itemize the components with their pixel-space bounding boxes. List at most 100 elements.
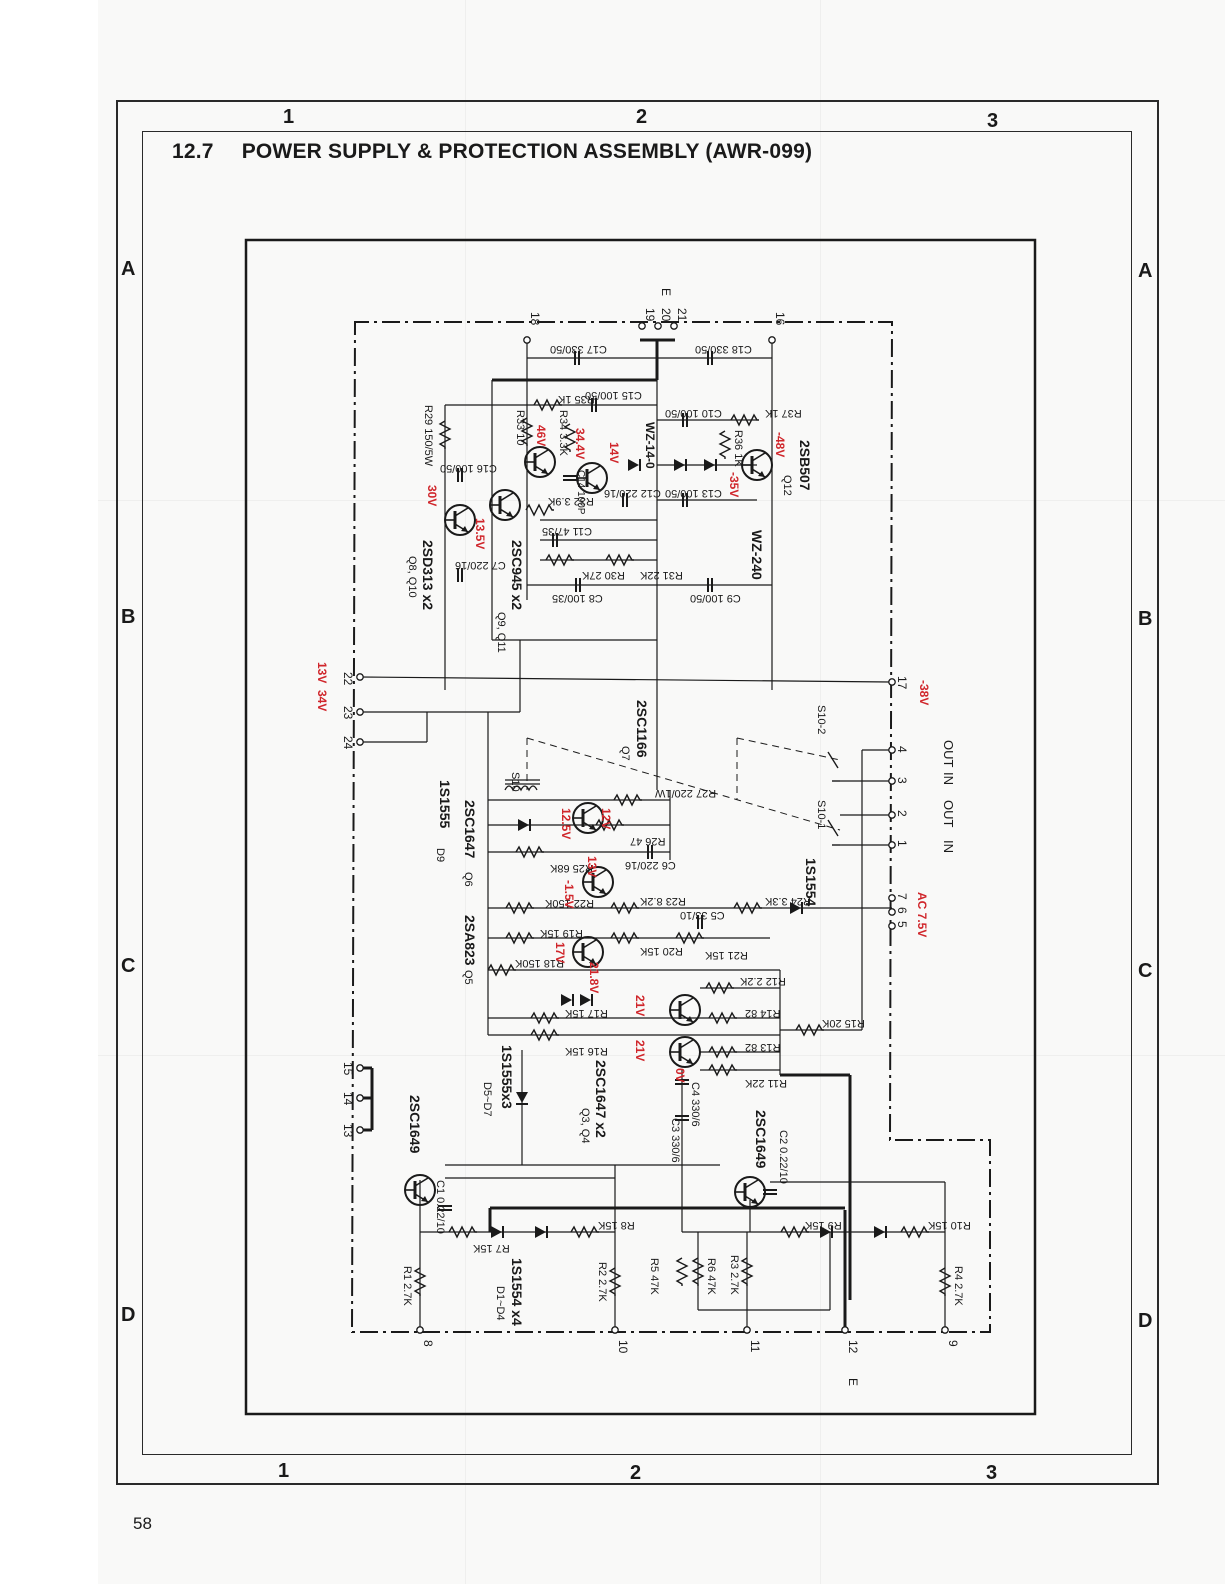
label-c12: C12 220/16 xyxy=(604,487,661,499)
label-r8: R8 15K xyxy=(597,1219,634,1231)
label-terminal-3: 3 xyxy=(895,777,909,784)
label-r4: R4 2.7K xyxy=(952,1266,964,1306)
voltage-17v: 17V xyxy=(553,942,567,963)
voltage-minus-35v: -35V xyxy=(727,472,741,497)
label-r29: R29 150/5W xyxy=(422,405,434,467)
label-terminal-2: 2 xyxy=(895,810,909,817)
label-q1-type: 2SC1649 xyxy=(407,1095,423,1154)
label-q9-q11-type: 2SC945 x2 xyxy=(509,540,525,610)
assembly-outline xyxy=(350,321,991,1333)
label-d10-d12-type: WZ-14-0 xyxy=(643,422,657,469)
label-d5-d7: D5~D7 xyxy=(481,1082,493,1117)
voltage-ac-7-5v: AC 7.5V xyxy=(915,892,929,937)
label-in-a: IN xyxy=(941,772,956,785)
terminal-12 xyxy=(841,1326,849,1334)
coil-s10 xyxy=(504,779,540,792)
label-c8: C8 100/35 xyxy=(552,592,603,604)
label-r31: R31 22K xyxy=(639,569,682,581)
grid-col-1-bottom: 1 xyxy=(278,1460,290,1482)
voltage-13v-q6: 13V xyxy=(585,856,599,877)
diode-d6 xyxy=(560,993,574,1007)
terminal-1 xyxy=(888,841,896,849)
terminal-7 xyxy=(888,894,896,902)
label-r17: R17 15K xyxy=(564,1007,607,1019)
label-r15: R15 20K xyxy=(821,1017,864,1029)
diode-d5 xyxy=(515,1091,529,1105)
label-terminal-24: 24 xyxy=(341,736,355,750)
label-terminal-e-top: E xyxy=(659,288,673,296)
label-in-b: IN xyxy=(941,840,956,853)
voltage-13v: 13V xyxy=(315,662,329,683)
transistor-q7 xyxy=(571,801,605,835)
label-terminal-14: 14 xyxy=(341,1092,355,1106)
diode-d7 xyxy=(579,993,593,1007)
label-c9: C9 100/50 xyxy=(690,592,741,604)
voltage-minus-38v: -38V xyxy=(917,680,931,705)
transistor-q10 xyxy=(523,445,557,479)
voltage-21-8v: 21.8V xyxy=(587,962,601,993)
label-terminal-16: 16 xyxy=(773,312,787,326)
label-q9-q11: Q9, Q11 xyxy=(495,612,507,653)
section-title: POWER SUPPLY & PROTECTION ASSEMBLY (AWR-… xyxy=(241,140,813,163)
board-outline xyxy=(244,238,1037,1416)
voltage-13-5v: 13.5V xyxy=(473,518,487,549)
label-c4: C4 330/6 xyxy=(689,1082,701,1127)
grid-col-3-bottom: 3 xyxy=(986,1462,998,1484)
terminal-24 xyxy=(356,738,364,746)
label-c16: C16 100/50 xyxy=(440,462,497,474)
terminal-14 xyxy=(356,1094,364,1102)
label-out-b: OUT xyxy=(941,800,956,828)
voltage-0v: 0V xyxy=(673,1068,687,1083)
label-d9: D9 xyxy=(434,848,446,862)
voltage-46v: 46V xyxy=(534,425,548,446)
label-r27: R27 220/1W xyxy=(654,787,716,799)
label-c14: C14 100P xyxy=(575,470,586,515)
label-terminal-4: 4 xyxy=(895,746,909,753)
label-c17: C17 330/50 xyxy=(550,343,607,355)
terminal-17 xyxy=(888,678,896,686)
label-terminal-19: 19 xyxy=(643,308,657,322)
voltage-minus-48v: -48V xyxy=(773,432,787,457)
label-terminal-e-bottom: E xyxy=(846,1378,860,1386)
label-r24: R24 3.3K xyxy=(764,895,811,907)
label-q6: Q6 xyxy=(462,872,474,887)
voltage-12-5v: 12.5V xyxy=(559,808,573,839)
paper-sheet xyxy=(98,0,1225,1584)
label-r22: R22 150K xyxy=(544,897,594,909)
terminal-18 xyxy=(523,336,531,344)
voltage-21v-q3: 21V xyxy=(633,1040,647,1061)
label-terminal-15: 15 xyxy=(341,1062,355,1076)
diode-d11 xyxy=(703,458,717,472)
label-c2: C2 0.22/10 xyxy=(777,1130,789,1184)
label-r36: R36 1K xyxy=(732,430,744,467)
terminal-3 xyxy=(888,777,896,785)
label-c6: C6 220/16 xyxy=(625,859,676,871)
grid-row-a-right: A xyxy=(1138,260,1153,282)
fold-line xyxy=(820,0,821,1584)
voltage-12v: 12V xyxy=(599,808,613,829)
label-r2: R2 2.7K xyxy=(596,1262,608,1302)
terminal-10 xyxy=(611,1326,619,1334)
switch-linkage xyxy=(526,737,841,831)
label-terminal-11: 11 xyxy=(748,1340,762,1353)
label-q3-q4-type: 2SC1647 x2 xyxy=(593,1060,609,1138)
label-q8-q10: Q8, Q10 xyxy=(406,556,418,598)
label-terminal-9: 9 xyxy=(946,1340,960,1347)
label-d11-type: WZ-240 xyxy=(749,530,765,580)
label-c3: C3 330/6 xyxy=(669,1118,681,1163)
label-r6: R6 47K xyxy=(705,1258,717,1295)
label-c15: C15 100/50 xyxy=(585,389,642,401)
label-r1: R1 2.7K xyxy=(401,1266,413,1306)
label-terminal-23: 23 xyxy=(341,706,355,720)
terminal-13 xyxy=(356,1126,364,1134)
label-d5-d7-type: 1S1555x3 xyxy=(499,1045,515,1109)
diode-d4 xyxy=(873,1225,887,1239)
diode-d2 xyxy=(534,1225,548,1239)
label-s10-1: S10-1 xyxy=(815,800,827,829)
terminal-23 xyxy=(356,708,364,716)
label-r5: R5 47K xyxy=(648,1258,660,1295)
label-r34: R34 3.3K xyxy=(557,410,569,457)
label-c10: C10 100/50 xyxy=(665,407,722,419)
transistor-q3 xyxy=(668,1035,702,1069)
